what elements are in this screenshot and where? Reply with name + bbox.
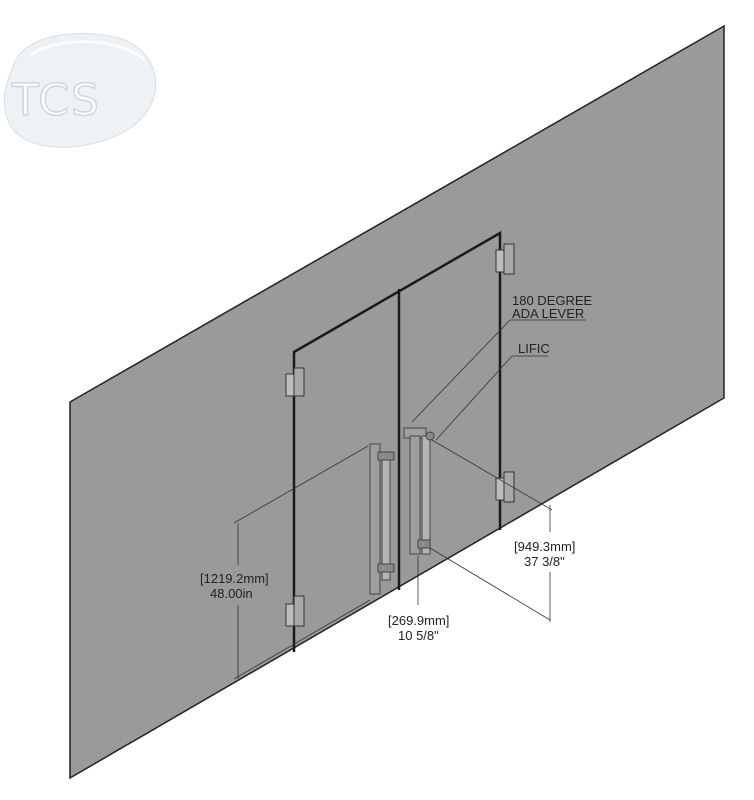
dim-handle-height-mm: [1219.2mm] xyxy=(200,571,269,586)
dim-right-height-in: 37 3/8" xyxy=(524,554,565,569)
hinge-left-top xyxy=(285,367,305,397)
ladder-pull-left xyxy=(369,443,395,595)
callout-lever-line1: 180 DEGREE xyxy=(512,293,593,308)
dim-pull-offset-in: 10 5/8" xyxy=(398,628,439,643)
hinge-right-top xyxy=(495,243,515,275)
callout-lific: LIFIC xyxy=(518,341,550,356)
glass-wall-panel xyxy=(69,24,725,780)
door-frame xyxy=(292,230,502,652)
dim-handle-height-in: 48.00in xyxy=(210,586,253,601)
tcs-logo: TCS xyxy=(3,33,156,148)
dimension-lines xyxy=(233,319,586,680)
hinge-left-bottom xyxy=(285,595,305,627)
logo-text: TCS xyxy=(11,75,101,126)
callout-lever-line2: ADA LEVER xyxy=(512,306,584,321)
hinge-right-bottom xyxy=(495,471,515,503)
dim-right-height-mm: [949.3mm] xyxy=(514,539,575,554)
dim-pull-offset-mm: [269.9mm] xyxy=(388,613,449,628)
ada-lever-pull-right xyxy=(403,427,435,555)
